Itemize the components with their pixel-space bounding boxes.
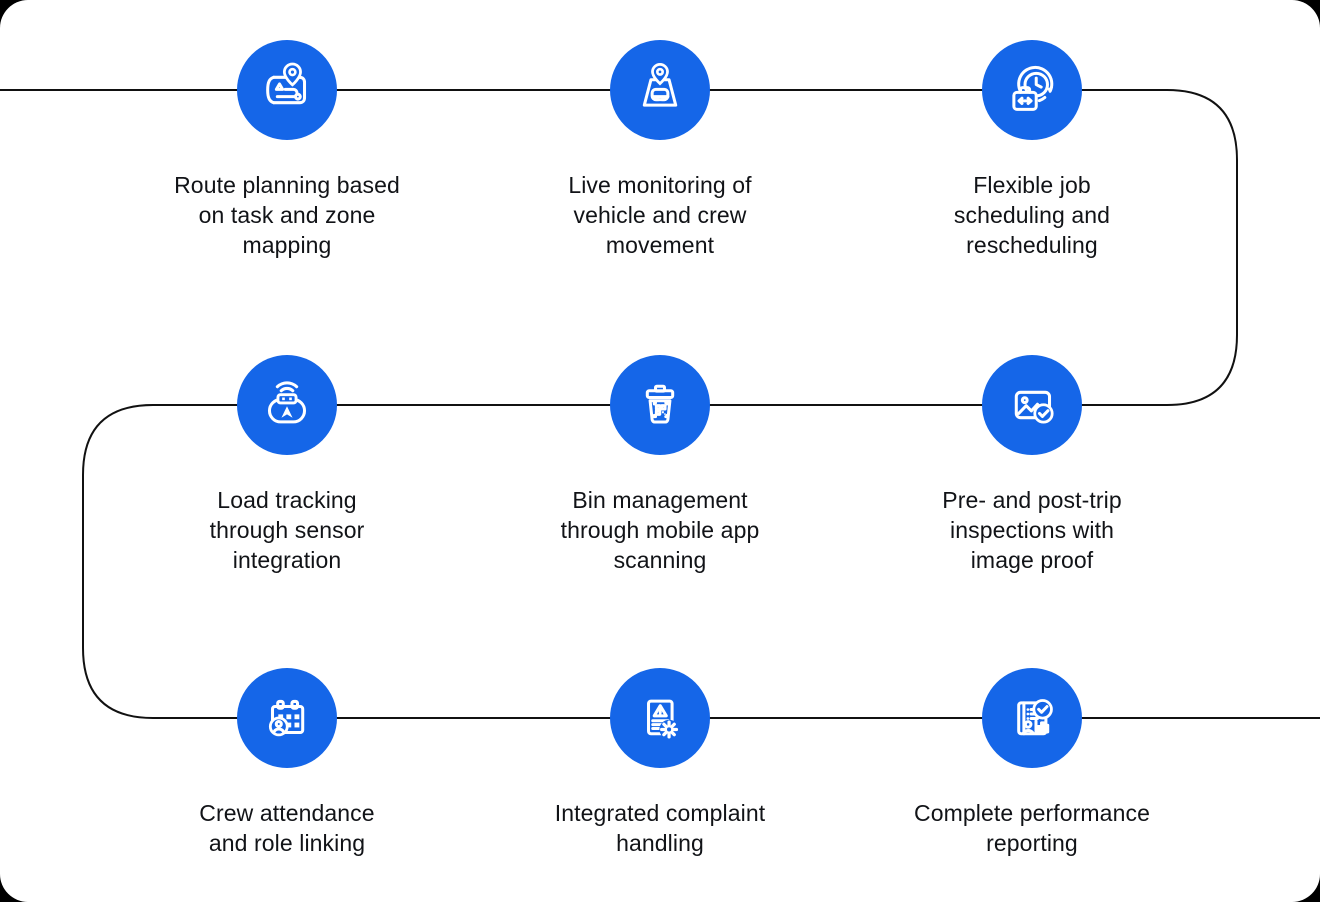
step-icon-badge <box>237 668 337 768</box>
image-proof-check-icon <box>1014 390 1054 424</box>
step-route-planning: Route planning based on task and zone ma… <box>117 40 457 260</box>
step-label: Complete performance reporting <box>914 800 1150 856</box>
bin-qr-scan-icon <box>645 384 675 424</box>
step-icon-badge <box>610 668 710 768</box>
step-label: Load tracking through sensor integration <box>209 487 365 573</box>
performance-report-icon <box>1017 699 1053 736</box>
job-reschedule-clock-icon <box>1012 65 1054 111</box>
step-label: Flexible job scheduling and rescheduling <box>953 172 1111 258</box>
step-trip-inspections: Pre- and post-trip inspections with imag… <box>862 355 1202 575</box>
step-live-monitoring: Live monitoring of vehicle and crew move… <box>490 40 830 260</box>
step-icon-badge <box>237 40 337 140</box>
load-sensor-icon <box>267 381 307 424</box>
step-load-tracking: Load tracking through sensor integration <box>117 355 457 575</box>
step-label: Bin management through mobile app scanni… <box>560 487 760 573</box>
step-label: Route planning based on task and zone ma… <box>174 172 400 258</box>
step-performance-reporting: Complete performance reporting <box>862 668 1202 858</box>
complaint-document-gear-icon <box>647 699 679 740</box>
step-flexible-scheduling: Flexible job scheduling and rescheduling <box>862 40 1202 260</box>
route-map-pin-icon <box>266 62 307 105</box>
step-icon-badge <box>982 355 1082 455</box>
step-icon-badge <box>237 355 337 455</box>
vehicle-location-icon <box>642 62 678 107</box>
crew-calendar-icon <box>268 699 305 737</box>
step-icon-badge <box>610 40 710 140</box>
step-label: Integrated complaint handling <box>554 800 766 856</box>
step-icon-badge <box>982 668 1082 768</box>
step-label: Live monitoring of vehicle and crew move… <box>568 172 752 258</box>
step-bin-management: Bin management through mobile app scanni… <box>490 355 830 575</box>
step-icon-badge <box>982 40 1082 140</box>
step-complaint-handling: Integrated complaint handling <box>490 668 830 858</box>
step-label: Pre- and post-trip inspections with imag… <box>942 487 1122 573</box>
step-crew-attendance: Crew attendance and role linking <box>117 668 457 858</box>
step-label: Crew attendance and role linking <box>199 800 375 856</box>
step-icon-badge <box>610 355 710 455</box>
